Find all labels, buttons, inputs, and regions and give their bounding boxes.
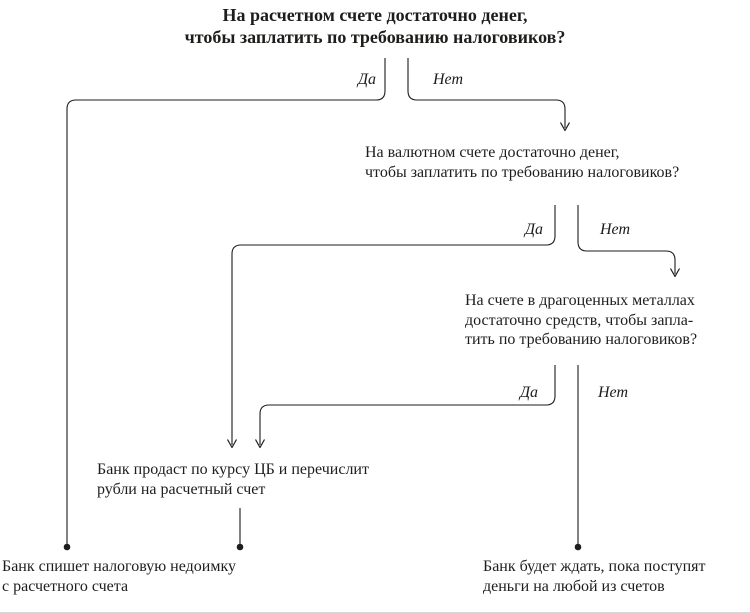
q2-no-line [577,205,676,274]
q1-no-line [407,58,566,128]
q2-yes-arrowhead [226,439,238,449]
q3-yes-line [259,365,556,445]
q2-no-label: Нет [600,221,630,238]
outcome-sell-and-transfer: Банк продаст по курсу ЦБ и перечислит ру… [97,461,369,498]
q3-yes-arrowhead [254,439,266,449]
endpoint-dot-writeoff-mid [236,543,244,551]
question-2: На валютном счете достаточно денег, чтоб… [365,144,680,181]
q1-no-arrowhead [559,122,571,132]
q1-yes-label: Да [357,71,376,88]
q2-no-arrowhead [669,268,681,278]
outcome-wait: Банк будет ждать, пока поступят деньги н… [483,558,706,595]
question-1: На расчетном счете достаточно денег, что… [184,5,566,47]
q2-yes-label: Да [524,221,543,238]
outcome-writeoff: Банк спишет налоговую недоимку с расчетн… [2,558,237,595]
endpoint-dot-wait [574,543,582,551]
q1-yes-line [66,58,386,544]
q3-yes-label: Да [519,384,538,401]
question-3: На счете в драгоценных металлах достаточ… [465,292,698,348]
q3-no-label: Нет [598,384,628,401]
q1-no-label: Нет [433,71,463,88]
endpoint-dot-writeoff-left [63,543,71,551]
q2-yes-line [231,205,556,445]
